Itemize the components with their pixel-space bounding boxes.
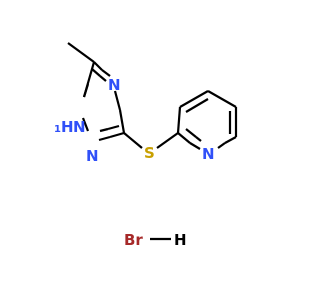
bond-c5-n4-double-n — [99, 75, 107, 82]
bond-s-c2 — [156, 132, 179, 149]
bond-c5-n4 — [93, 61, 103, 71]
bond-n4-c3 — [113, 90, 122, 111]
atom-n4: N — [108, 76, 121, 94]
bond-c5-n4-double — [91, 68, 101, 77]
bond-n-c2-inner — [185, 128, 197, 138]
bond-n4-c3-b — [118, 109, 126, 134]
bond-c5-n1-colored — [82, 83, 90, 98]
bond-c3-n2-n — [98, 135, 111, 142]
atom-hydrogen: H — [174, 231, 187, 249]
bond-c3p-c4p — [179, 90, 209, 108]
bond-c5-n4-n — [101, 69, 111, 77]
bond-n-c2 — [189, 142, 201, 150]
bond-c3-s — [123, 132, 143, 149]
bond-c6p-n-n — [217, 142, 226, 149]
bond-c4p-c5p — [207, 90, 237, 108]
bond-c2-c3p — [176, 106, 182, 134]
bond-c3-n2-double — [107, 124, 120, 131]
atom-n1-index: 1 — [54, 124, 61, 135]
bond-n-c2-inner-n — [195, 136, 202, 142]
atom-sulfur: S — [144, 144, 155, 162]
bond-c3-n2-double-n — [99, 127, 109, 133]
bond-group — [67, 42, 238, 241]
atom-n2: N — [86, 147, 99, 165]
atom-bromine: Br — [124, 231, 143, 249]
atom-n-pyridine: N — [202, 145, 215, 163]
molecule-structure: N N H 1 N S N Br H — [54, 42, 238, 249]
bond-n2-n1 — [81, 117, 90, 132]
bond-n-c2-b — [177, 132, 191, 144]
bond-c3-n2 — [109, 131, 125, 139]
bond-c3p-c4p-inner — [185, 98, 209, 113]
atom-n1: N — [73, 118, 86, 136]
bond-methyl — [67, 42, 95, 63]
atom-n1-h: H — [61, 118, 74, 136]
bond-c6p-n — [224, 136, 237, 144]
